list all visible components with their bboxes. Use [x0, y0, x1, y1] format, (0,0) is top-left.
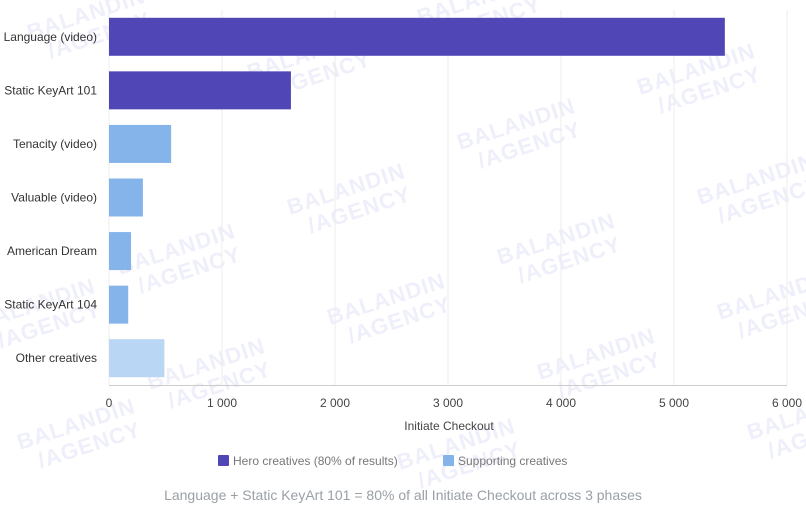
x-tick-label: 2 000 [320, 396, 350, 410]
watermark-logo: BALANDIN/AGENCY [0, 273, 104, 353]
category-label: Valuable (video) [11, 191, 97, 205]
watermark-logo: BALANDIN/AGENCY [534, 323, 664, 403]
watermark-logo: BALANDIN/AGENCY [494, 208, 624, 288]
category-labels: Language (video) Static KeyArt 101Tenacit… [4, 30, 98, 365]
watermark-logo: BALANDIN/AGENCY [114, 218, 244, 298]
legend-swatch [443, 455, 454, 466]
x-tick-labels: 0 1 000 2 000 3 000 4 000 5 000 6 000 [106, 396, 803, 410]
bar-static-keyart-101[interactable] [109, 71, 291, 110]
watermark-logo: BALANDIN/AGENCY [14, 393, 144, 473]
category-label: Language (video) [4, 30, 97, 44]
watermark-logo: BALANDIN/AGENCY [454, 93, 584, 173]
category-label: Static KeyArt 104 [4, 298, 97, 312]
x-tick-label: 5 000 [659, 396, 689, 410]
bar-valuable-video[interactable] [109, 178, 143, 217]
x-tick-label: 3 000 [433, 396, 463, 410]
category-label: American Dream [7, 244, 97, 258]
legend[interactable]: Hero creatives (80% of results) Supportin… [218, 454, 567, 468]
bar-american-dream[interactable] [109, 232, 132, 271]
annotation-text: Language + Static KeyArt 101 = 80% of al… [164, 487, 642, 503]
x-tick-label: 1 000 [207, 396, 237, 410]
legend-item[interactable]: Hero creatives (80% of results) [218, 454, 398, 468]
category-label: Static KeyArt 101 [4, 83, 97, 97]
bar-other-creatives[interactable] [109, 339, 165, 378]
legend-label: Supporting creatives [458, 454, 567, 468]
category-label: Tenacity (video) [13, 137, 97, 151]
watermark-logo: BALANDIN/AGENCY [714, 263, 806, 343]
category-label: Other creatives [16, 351, 97, 365]
watermark-logo: BALANDIN/AGENCY [694, 148, 806, 228]
legend-label: Hero creatives (80% of results) [233, 454, 398, 468]
watermark-logo: BALANDIN/AGENCY [324, 268, 454, 348]
bar-language-video[interactable] [109, 17, 725, 56]
legend-swatch [218, 455, 229, 466]
x-tick-label: 0 [106, 396, 113, 410]
x-tick-label: 6 000 [772, 396, 802, 410]
x-axis-title: Initiate Checkout [404, 419, 494, 433]
bar-tenacity-video[interactable] [109, 124, 172, 163]
bars [109, 17, 725, 378]
watermark-logo: BALANDIN/AGENCY [284, 158, 414, 238]
legend-item[interactable]: Supporting creatives [443, 454, 567, 468]
bar-static-keyart-104[interactable] [109, 285, 129, 324]
x-tick-label: 4 000 [546, 396, 576, 410]
